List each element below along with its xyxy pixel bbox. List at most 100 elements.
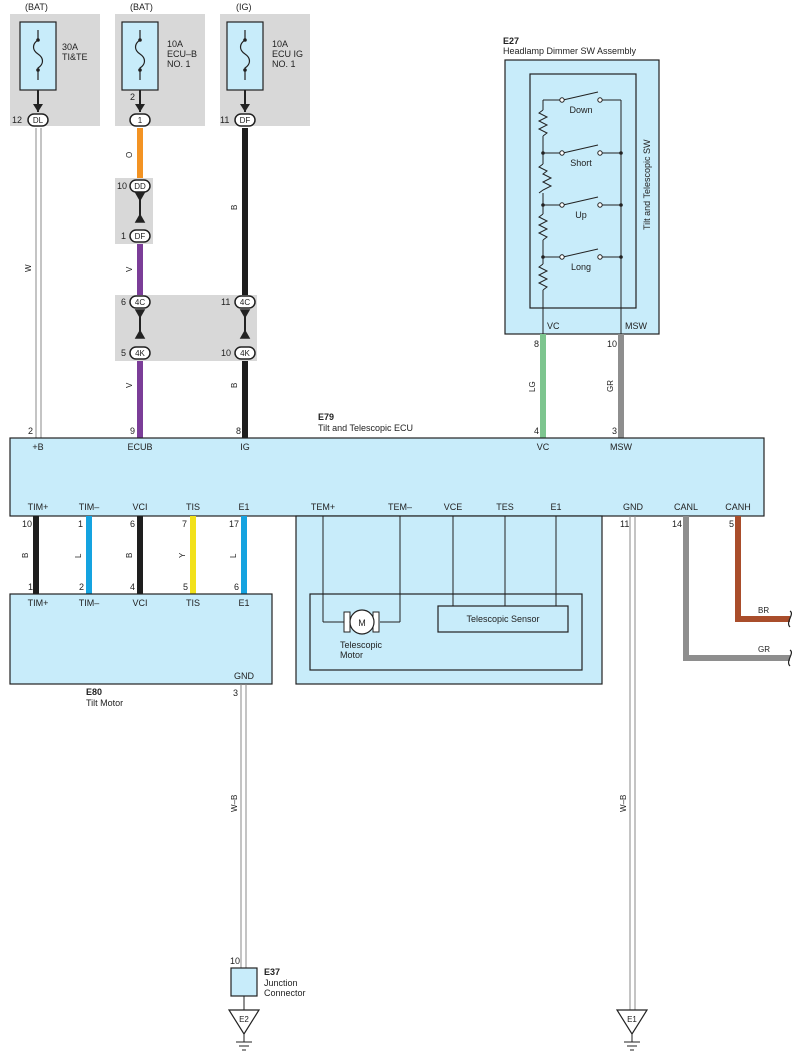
conn-dd: DD <box>134 182 146 191</box>
ecu-term-e1b: E1 <box>550 502 561 512</box>
connector-ovals <box>27 113 256 360</box>
pin-jc: 10 <box>230 956 240 966</box>
conn-4k-b: 4K <box>240 349 250 358</box>
fuse-2-name2: NO. 1 <box>167 59 191 69</box>
wire-b2: B <box>230 383 239 388</box>
pin-6-4c: 6 <box>121 297 126 307</box>
pin-canh: 5 <box>729 519 734 529</box>
pin-m-tim-minus: 2 <box>79 582 84 592</box>
pin-m-e1: 6 <box>234 582 239 592</box>
pin-5-4k: 5 <box>121 348 126 358</box>
wire-break-icon <box>787 649 793 667</box>
telescopic-sensor <box>437 605 569 633</box>
pin-12: 12 <box>12 115 22 125</box>
source-label-ig: (IG) <box>236 2 252 12</box>
motor-symbol: M <box>358 618 366 628</box>
fuse-1-name: TI&TE <box>62 52 88 62</box>
fuse-3-name: ECU IG <box>272 49 303 59</box>
conn-4c-b: 4C <box>240 298 250 307</box>
ecu-term-vc: VC <box>537 442 550 452</box>
wire-lg: LG <box>528 381 537 392</box>
wire-v2: V <box>125 382 134 388</box>
wire-b3: B <box>21 553 30 558</box>
can-l-wire <box>683 516 790 661</box>
sw-pos-down: Down <box>569 105 592 115</box>
ecu-term-tes: TES <box>496 502 514 512</box>
pin-ecu-ecub: 9 <box>130 426 135 436</box>
tilt-motor-code: E80 <box>86 687 102 697</box>
ecu-term-tim-plus: TIM+ <box>28 502 49 512</box>
ground-e1-icon <box>615 1009 649 1036</box>
ecu-code: E79 <box>318 412 334 422</box>
sw-pos-up: Up <box>575 210 587 220</box>
pin-ecu-b: 2 <box>28 426 33 436</box>
telescopic-motor-label1: Telescopic <box>340 640 383 650</box>
ecu-term-ig: IG <box>240 442 250 452</box>
wire-b1: B <box>230 205 239 210</box>
fuse-symbol-1 <box>32 30 44 80</box>
tilt-motor <box>9 593 273 685</box>
pin-11: 11 <box>220 115 229 125</box>
ecu-term-e1: E1 <box>238 502 249 512</box>
sw-term-msw: MSW <box>625 321 648 331</box>
pin-sw-vc: 8 <box>534 339 539 349</box>
switch-code: E27 <box>503 36 519 46</box>
motor-icon <box>349 609 375 635</box>
ecu-term-vci: VCI <box>132 502 147 512</box>
ground-e2: E2 <box>239 1015 249 1024</box>
ecu-term-ecub: ECUB <box>127 442 152 452</box>
fuse-3-amps: 10A <box>272 39 288 49</box>
tilt-term-vci: VCI <box>132 598 147 608</box>
ecu-term-gnd: GND <box>623 502 644 512</box>
wire-gr: GR <box>606 380 615 392</box>
pin-ecu-vc: 4 <box>534 426 539 436</box>
pin-11-4c: 11 <box>221 297 230 307</box>
can-h-wire <box>735 516 790 622</box>
pin-1-df: 1 <box>121 231 126 241</box>
tilt-term-tim-plus: TIM+ <box>28 598 49 608</box>
tilt-motor-name: Tilt Motor <box>86 698 123 708</box>
pin-gnd: 11 <box>620 519 629 529</box>
wire-l2: L <box>229 553 238 558</box>
ecu-term-tem-minus: TEM– <box>388 502 412 512</box>
fuse-2-name: ECU–B <box>167 49 197 59</box>
wire-b4: B <box>125 553 134 558</box>
sw-term-vc: VC <box>547 321 560 331</box>
conn-4k-a: 4K <box>135 349 145 358</box>
wire-v1: V <box>125 266 134 272</box>
telescopic-sensor-label: Telescopic Sensor <box>466 614 539 624</box>
ground-e2-icon <box>227 1009 261 1036</box>
fuse-3-name2: NO. 1 <box>272 59 296 69</box>
tilt-term-gnd: GND <box>234 671 255 681</box>
pin-m-tis: 5 <box>183 582 188 592</box>
conn-dl: DL <box>33 116 44 125</box>
ecu-term-tem-plus: TEM+ <box>311 502 335 512</box>
conn-df-mid: DF <box>135 232 146 241</box>
pin-10-4k: 10 <box>221 348 231 358</box>
junction-name1: Junction <box>264 978 298 988</box>
ecu-body <box>9 437 765 517</box>
conn-1: 1 <box>138 116 143 125</box>
junction-code: E37 <box>264 967 280 977</box>
pin-10-dd: 10 <box>117 181 127 191</box>
fuse-1-amps: 30A <box>62 42 78 52</box>
sw-pos-short: Short <box>570 158 592 168</box>
pin-m-tim-plus: 1 <box>28 582 33 592</box>
tilt-sw-label: Tilt and Telescopic SW <box>642 139 652 230</box>
source-label-bat1: (BAT) <box>25 2 48 12</box>
wire-w: W <box>24 264 33 272</box>
ecu-term-canh: CANH <box>725 502 751 512</box>
junction-name2: Connector <box>264 988 306 998</box>
tilt-term-tis: TIS <box>186 598 200 608</box>
pin-2: 2 <box>130 92 135 102</box>
ecu-term-tim-minus: TIM– <box>79 502 100 512</box>
switch-name: Headlamp Dimmer SW Assembly <box>503 46 637 56</box>
wire-gr2: GR <box>758 645 770 654</box>
ecu-term-vce: VCE <box>444 502 463 512</box>
ecu-term-tis: TIS <box>186 502 200 512</box>
ecu-term-msw: MSW <box>610 442 633 452</box>
source-label-bat2: (BAT) <box>130 2 153 12</box>
conn-df-top: DF <box>240 116 251 125</box>
pin-tim-minus: 1 <box>78 519 83 529</box>
